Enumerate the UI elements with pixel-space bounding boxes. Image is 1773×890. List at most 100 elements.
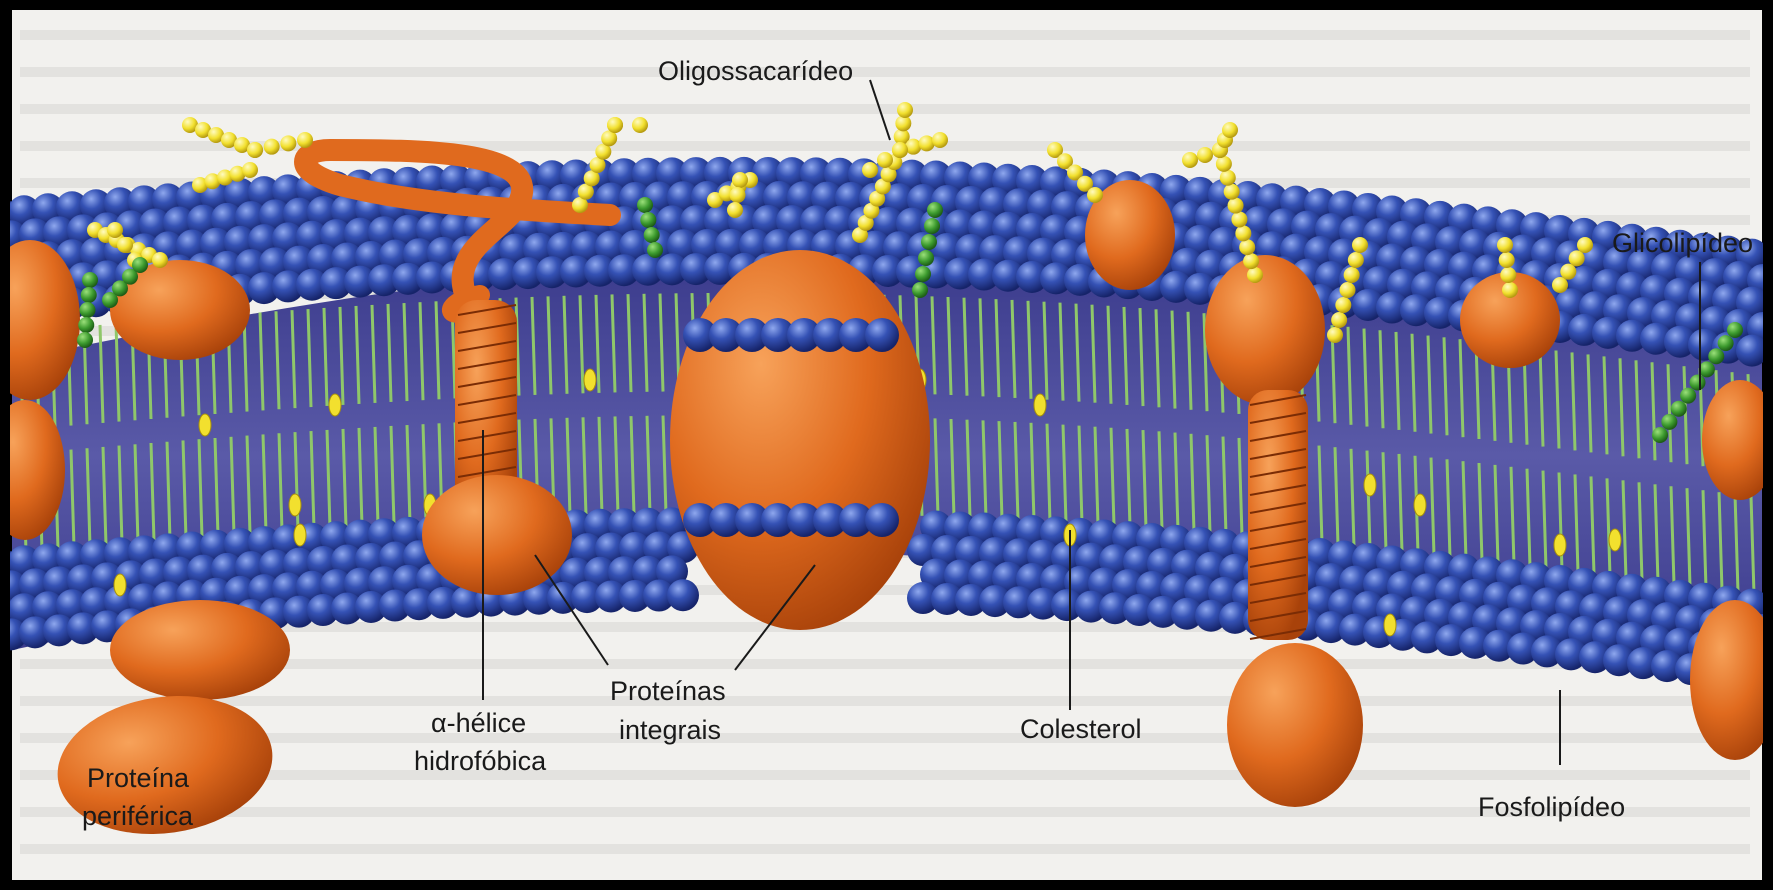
sugar <box>280 135 296 151</box>
label-fosfolipideo: Fosfolipídeo <box>1478 792 1625 822</box>
sugar <box>1231 211 1247 227</box>
sugar <box>264 139 280 155</box>
sugar <box>607 117 623 133</box>
glycolipid-sugar <box>80 302 96 318</box>
sugar <box>1216 156 1232 172</box>
sugar <box>1247 267 1263 283</box>
glycolipid-sugar <box>82 272 98 288</box>
label-alfa-helice-1: α-hélice <box>431 708 526 738</box>
label-proteina-periferica-2: periférica <box>82 801 194 831</box>
glycolipid-sugar <box>132 257 148 273</box>
sugar <box>117 237 133 253</box>
sugar <box>1235 225 1251 241</box>
sugar <box>1344 267 1360 283</box>
sugar <box>242 162 258 178</box>
sugar <box>1497 237 1513 253</box>
sugar <box>107 222 123 238</box>
glycolipid-sugar <box>921 234 937 250</box>
sugar <box>247 142 263 158</box>
sugar <box>1502 282 1518 298</box>
sugar <box>730 187 746 203</box>
phospholipid-head <box>667 579 699 611</box>
faint-text-line <box>20 30 1750 40</box>
sugar <box>1222 122 1238 138</box>
sugar <box>1327 327 1343 343</box>
phospholipid-head <box>865 318 899 352</box>
glycolipid-sugar <box>915 266 931 282</box>
cholesterol <box>1384 614 1396 636</box>
label-alfa-helice-2: hidrofóbica <box>414 746 547 776</box>
sugar <box>877 152 893 168</box>
glycolipid-sugar <box>1671 401 1687 417</box>
glycolipid-sugar <box>1708 348 1724 364</box>
sugar <box>897 102 913 118</box>
glycolipid-sugar <box>918 250 934 266</box>
glycolipid-sugar <box>1727 322 1743 338</box>
glycolipid-sugar <box>644 227 660 243</box>
sugar <box>919 135 935 151</box>
sugar <box>1340 282 1356 298</box>
sugar <box>1228 198 1244 214</box>
sugar <box>727 202 743 218</box>
sugar <box>1552 277 1568 293</box>
sugar <box>1182 152 1198 168</box>
sugar <box>1500 267 1516 283</box>
glycolipid-sugar <box>647 242 663 258</box>
cholesterol <box>114 574 126 596</box>
sugar <box>1499 252 1515 268</box>
sugar <box>1087 187 1103 203</box>
sugar <box>632 117 648 133</box>
faint-text-line <box>20 733 1750 743</box>
sugar <box>1335 297 1351 313</box>
sugar <box>1560 264 1576 280</box>
glycolipid-sugar <box>1680 388 1696 404</box>
sugar <box>1331 312 1347 328</box>
glycolipid-sugar <box>927 202 943 218</box>
sugar <box>1348 252 1364 268</box>
glycolipid-sugar <box>1718 335 1734 351</box>
glycolipid-sugar <box>81 287 97 303</box>
cholesterol <box>1414 494 1426 516</box>
sugar <box>1577 237 1593 253</box>
cholesterol <box>1609 529 1621 551</box>
cholesterol <box>1554 534 1566 556</box>
sugar <box>1220 170 1236 186</box>
sugar <box>152 252 168 268</box>
integral-protein-right-top <box>1205 255 1325 405</box>
label-proteinas-integrais-2: integrais <box>619 715 721 745</box>
faint-text-line <box>20 770 1750 780</box>
sugar <box>297 132 313 148</box>
glycolipid-sugar <box>1661 414 1677 430</box>
cholesterol <box>584 369 596 391</box>
faint-text-line <box>20 696 1750 706</box>
sugar <box>905 139 921 155</box>
sugar <box>1224 184 1240 200</box>
faint-text-line <box>20 844 1750 854</box>
glycolipid-sugar <box>640 212 656 228</box>
cholesterol <box>1034 394 1046 416</box>
sugar <box>1569 250 1585 266</box>
sugar <box>1239 239 1255 255</box>
faint-text-line <box>20 104 1750 114</box>
sugar <box>732 172 748 188</box>
glycolipid-sugar <box>637 197 653 213</box>
cholesterol <box>199 414 211 436</box>
sugar <box>1243 253 1259 269</box>
label-glicolipideo: Glicolipídeo <box>1612 228 1753 258</box>
glycolipid-sugar <box>1690 375 1706 391</box>
glycolipid-sugar <box>78 317 94 333</box>
glycolipid-sugar <box>77 332 93 348</box>
glycolipid-sugar <box>912 282 928 298</box>
sugar <box>892 142 908 158</box>
glycolipid-sugar <box>1699 361 1715 377</box>
integral-protein-right-bottom <box>1227 643 1363 807</box>
cholesterol <box>329 394 341 416</box>
sugar <box>862 162 878 178</box>
label-colesterol: Colesterol <box>1020 714 1142 744</box>
cholesterol <box>289 494 301 516</box>
label-oligossacarideo: Oligossacarídeo <box>658 56 853 86</box>
glycolipid-sugar <box>1652 427 1668 443</box>
integral-protein-large <box>670 250 930 630</box>
protein-lower-left <box>110 600 290 700</box>
